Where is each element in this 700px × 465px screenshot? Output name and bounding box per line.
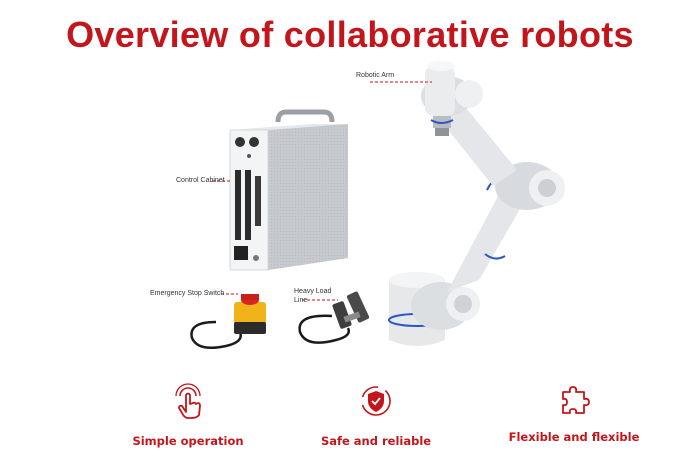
feature-simple-operation: Simple operation	[108, 382, 268, 448]
puzzle-piece-icon	[562, 386, 590, 414]
shield-icon	[361, 386, 391, 416]
feature-safe-reliable: Safe and reliable	[296, 382, 456, 448]
robotic-arm-label: Robotic Arm	[356, 72, 395, 79]
heavy-load-line-label: Heavy Load Line	[294, 287, 331, 305]
heavy-load-line-label-2: Line	[294, 297, 308, 304]
robotic-arm-image	[388, 61, 565, 346]
heavy-load-line-image	[298, 291, 370, 344]
feature-label: Simple operation	[132, 434, 244, 448]
heavy-load-line-label-1: Heavy Load	[294, 288, 332, 295]
feature-label: Safe and reliable	[320, 434, 432, 448]
page-title: Overview of collaborative robots	[66, 14, 634, 55]
emergency-stop-image	[190, 294, 266, 349]
feature-flexible: Flexible and flexible	[494, 382, 654, 444]
control-cabinet-label: Control Cabinet	[176, 177, 225, 184]
feature-label: Flexible and flexible	[508, 430, 640, 444]
touch-hand-icon	[175, 383, 201, 419]
product-image: Robotic Arm Control Cabinet Emergency St…	[150, 58, 580, 368]
emergency-stop-label: Emergency Stop Switch	[150, 290, 225, 297]
feature-list: Simple operation Safe and reliable Flexi…	[0, 382, 700, 462]
control-cabinet-image	[229, 109, 348, 271]
callout-lines	[212, 81, 432, 301]
